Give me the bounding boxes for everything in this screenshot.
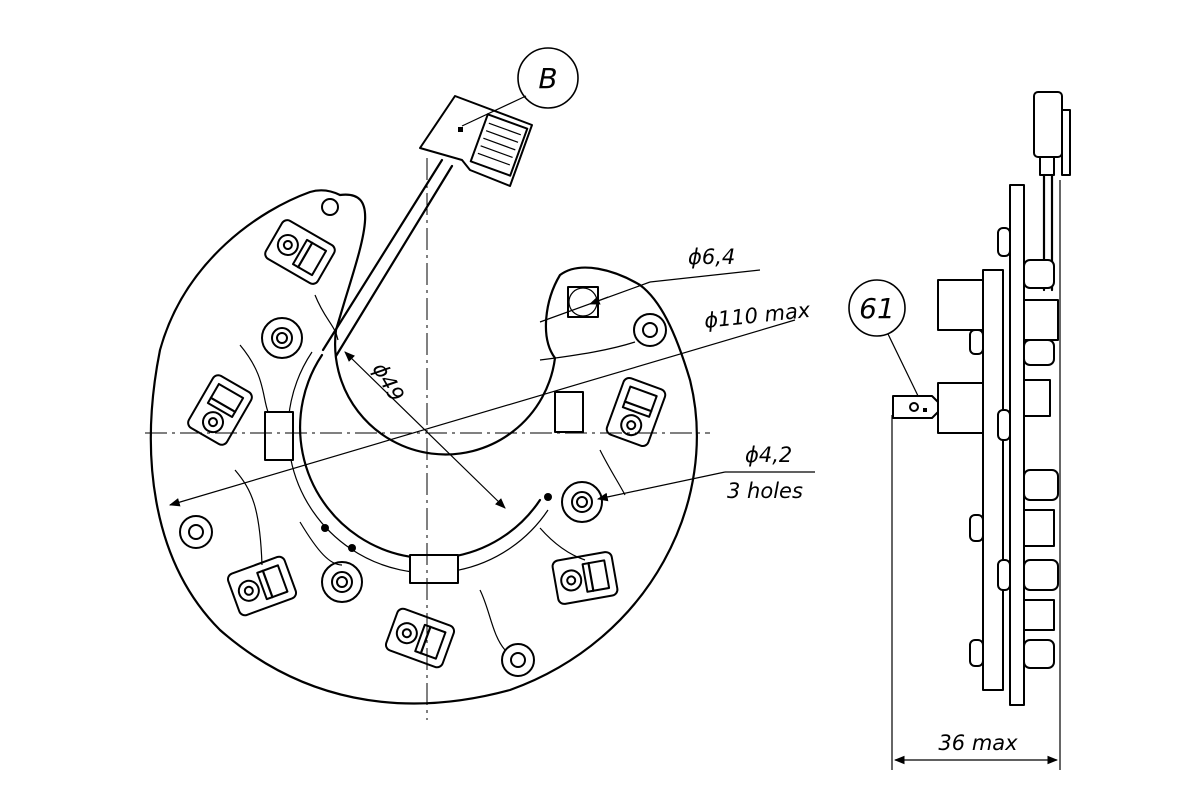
conductor-traces: [234, 294, 636, 651]
diode-left: [184, 371, 256, 449]
bolt-boss-upper-left: [261, 317, 303, 359]
inner-ring-track: [299, 353, 542, 560]
side-plate-rear: [982, 269, 1004, 691]
side-plate-front: [1009, 184, 1025, 706]
dim-hole-count: 3 holes: [727, 479, 803, 503]
diode-top-left: [261, 216, 339, 288]
diode-bottom: [383, 605, 457, 671]
dim-inner-diameter: ϕ49: [368, 359, 409, 406]
mount-hole-top: [321, 198, 339, 216]
front-view: [145, 95, 710, 720]
side-boss-upper: [937, 279, 984, 331]
dim-line-inner-diameter: [344, 351, 506, 509]
dim-thickness: 36 max: [938, 731, 1018, 755]
callout-part-number: 61: [859, 292, 895, 325]
dim-hole-small: ϕ4,2: [745, 443, 792, 467]
callout-view-letter: B: [538, 62, 557, 95]
side-connector-body: [1033, 91, 1063, 158]
diode-right: [603, 375, 669, 449]
dim-outer-diameter: ϕ110 max: [703, 298, 812, 333]
side-components-left: [969, 227, 1011, 667]
diode-bottom-right: [550, 550, 620, 606]
ring-clip-left: [264, 411, 294, 461]
side-boss-terminal: [937, 382, 984, 434]
side-view: [892, 91, 1071, 706]
ring-clip-bottom: [409, 554, 459, 584]
dim-hole-large: ϕ6,4: [688, 245, 735, 269]
bolt-boss-lower: [321, 561, 363, 603]
bolt-boss-right: [561, 481, 603, 523]
callout-view-bubble: [517, 47, 579, 109]
connector-ribs: [477, 122, 521, 166]
output-lead: [321, 158, 454, 358]
side-components-right: [1023, 259, 1059, 669]
callout-part-bubble: [848, 279, 906, 337]
ring-clip-right: [554, 391, 584, 433]
